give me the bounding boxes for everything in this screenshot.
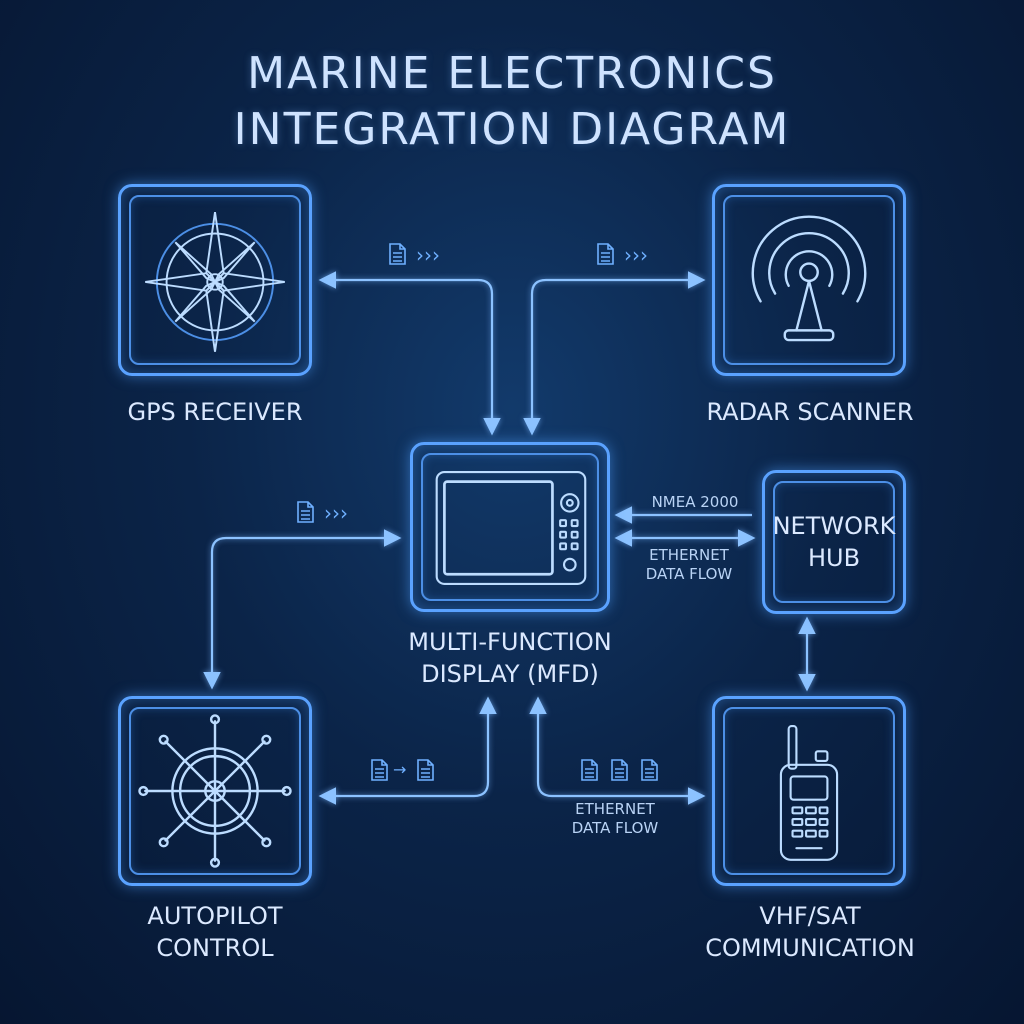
network-hub-label: NETWORK HUB — [764, 510, 904, 574]
vhf-ethernet-label-line1: ETHERNET — [575, 800, 655, 818]
gps-receiver-node[interactable] — [118, 184, 312, 376]
doc-icon-vhf-1 — [581, 759, 598, 781]
mfd-label-line1: MULTI-FUNCTION — [408, 628, 612, 656]
hub-ethernet-label-line2: DATA FLOW — [645, 565, 733, 583]
autopilot-node[interactable] — [118, 696, 312, 886]
mfd-label-line2: DISPLAY (MFD) — [421, 660, 599, 688]
radar-antenna-icon — [751, 215, 867, 342]
flow-chevrons-radar: ››› — [624, 243, 648, 267]
radar-scanner-label: RADAR SCANNER — [706, 398, 914, 426]
doc-icon-radar-link — [597, 243, 614, 265]
wire-mfd-vhf — [529, 696, 706, 805]
vhf-ethernet-label-line2: DATA FLOW — [571, 819, 659, 837]
doc-icon-transfer-a — [371, 759, 388, 781]
diagram-title-line2: INTEGRATION DIAGRAM — [233, 104, 791, 155]
vhf-sat-node[interactable] — [712, 696, 906, 886]
hub-ethernet-label-line1: ETHERNET — [649, 546, 729, 564]
flow-chevrons-gps: ››› — [416, 243, 440, 267]
compass-rose-icon — [145, 212, 285, 352]
ship-wheel-icon — [138, 714, 292, 868]
gps-receiver-label: GPS RECEIVER — [127, 398, 303, 426]
network-hub-label-line2: HUB — [807, 544, 861, 572]
autopilot-label-line1: AUTOPILOT — [147, 902, 283, 930]
wire-mfd-autopilot — [203, 529, 402, 690]
wire-radar-mfd — [523, 271, 706, 436]
doc-icon-vhf-2 — [611, 759, 628, 781]
doc-icon-autopilot-link — [297, 501, 314, 523]
flow-chevrons-autopilot: ››› — [324, 501, 348, 525]
network-hub-label-line1: NETWORK — [772, 512, 896, 540]
vhf-sat-label-line1: VHF/SAT — [759, 902, 861, 930]
mfd-node[interactable] — [410, 442, 610, 612]
doc-icon-gps-link — [389, 243, 406, 265]
radar-scanner-node[interactable] — [712, 184, 906, 376]
chartplotter-display-icon — [435, 470, 587, 585]
transfer-arrow: → — [393, 760, 407, 779]
wire-gps-mfd — [318, 271, 501, 436]
doc-icon-vhf-3 — [641, 759, 658, 781]
wire-autopilot-mfd-bottom — [318, 696, 497, 805]
autopilot-label-line2: CONTROL — [156, 934, 274, 962]
vhf-sat-label-line2: COMMUNICATION — [705, 934, 915, 962]
diagram-title-line1: MARINE ELECTRONICS — [247, 48, 777, 99]
doc-icon-transfer-b — [417, 759, 434, 781]
handheld-radio-icon — [779, 725, 839, 861]
network-hub-node[interactable] — [762, 470, 906, 614]
nmea-2000-label: NMEA 2000 — [651, 493, 739, 511]
